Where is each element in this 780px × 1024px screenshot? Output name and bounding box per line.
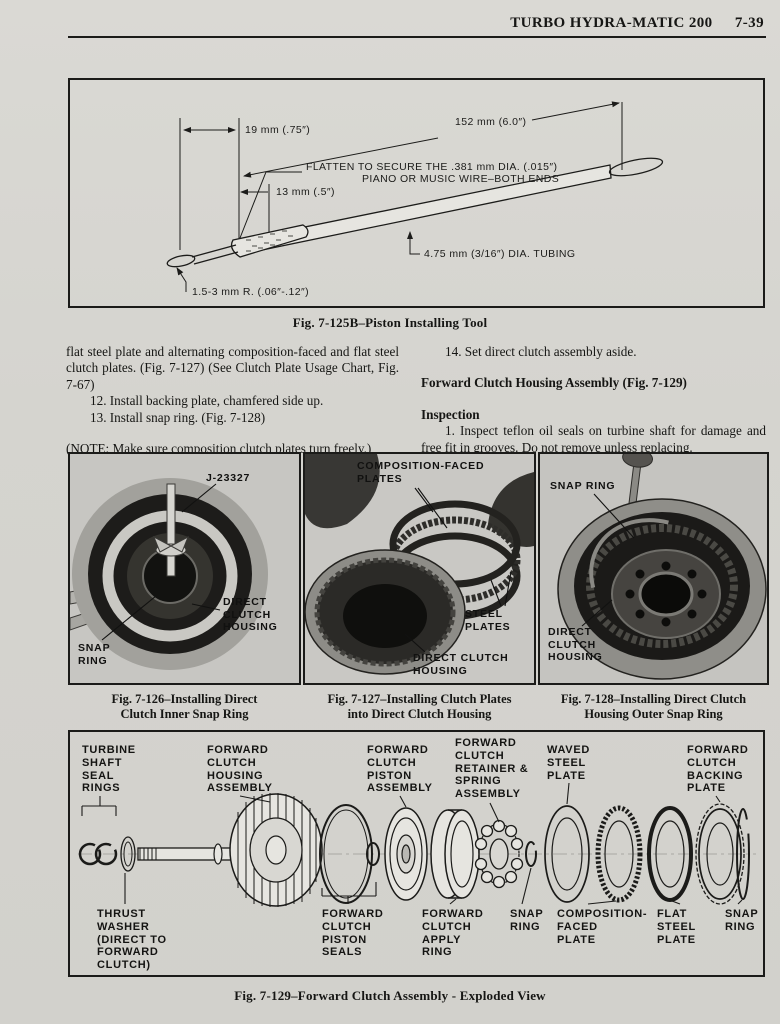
exploded-view-drawing (78, 782, 756, 907)
exploded-view-figure-box: TURBINE SHAFT SEAL RINGS FORWARD CLUTCH … (68, 730, 765, 977)
dim-152mm: 152 mm (6.0″) (455, 116, 527, 128)
dimension-lines (176, 101, 623, 292)
header-rule (68, 36, 766, 38)
caption-fig-7-129: Fig. 7-129–Forward Clutch Assembly - Exp… (234, 988, 546, 1003)
exploded-label-apply-ring: FORWARD CLUTCH APPLY RING (422, 908, 484, 959)
dim-radius: 1.5-3 mm R. (.06″-.12″) (192, 286, 309, 298)
body-paragraph: flat steel plate and alternating composi… (66, 344, 399, 392)
tool-body (166, 157, 664, 268)
dim-13mm: 13 mm (.5″) (276, 186, 335, 198)
caption-fig-7-126: Fig. 7-126–Installing Direct Clutch Inne… (68, 692, 301, 722)
flatten-note-line1: FLATTEN TO SECURE THE .381 mm DIA. (.015… (306, 161, 558, 173)
photo-127-image (305, 454, 534, 675)
header-page-number: 7-39 (734, 15, 764, 31)
exploded-label-piston-assembly: FORWARD CLUTCH PISTON ASSEMBLY (367, 744, 433, 795)
photo-fig-7-127: COMPOSITION-FACED PLATES STEEL PLATES DI… (303, 452, 536, 685)
exploded-leader-lines (81, 782, 743, 905)
caption-126-line1: Fig. 7-126–Installing Direct (111, 692, 258, 706)
body-step-13: 13. Install snap ring. (Fig. 7-128) (90, 409, 266, 425)
piston-tool-drawing (166, 101, 664, 292)
caption-128-line2: Housing Outer Snap Ring (584, 707, 723, 721)
page-header: TURBO HYDRA-MATIC 200 7-39 (510, 15, 764, 32)
exploded-label-thrust-washer: THRUST WASHER (DIRECT TO FORWARD CLUTCH) (97, 908, 167, 972)
exploded-label-flat-steel-plate: FLAT STEEL PLATE (657, 908, 696, 946)
caption-fig-7-128: Fig. 7-128–Installing Direct Clutch Hous… (538, 692, 769, 722)
body-paragraph-inspection: 1. Inspect teflon oil seals on turbine s… (421, 423, 766, 455)
exploded-label-backing-plate: FORWARD CLUTCH BACKING PLATE (687, 744, 749, 795)
caption-128-line1: Fig. 7-128–Installing Direct Clutch (560, 692, 747, 706)
photo-126-image (70, 478, 268, 670)
exploded-parts (78, 793, 750, 907)
photo-126-label-tool: J-23327 (206, 472, 251, 484)
exploded-label-composition-plate: COMPOSITION- FACED PLATE (557, 908, 648, 946)
exploded-label-housing-assembly: FORWARD CLUTCH HOUSING ASSEMBLY (207, 744, 273, 795)
body-right-column: 14. Set direct clutch assembly aside. Fo… (421, 344, 766, 456)
photo-fig-7-126: J-23327 DIRECT CLUTCH HOUSING SNAP RING (68, 452, 301, 685)
photo-126-label-snap-ring: SNAP RING (78, 642, 111, 667)
photo-128-image (557, 454, 767, 680)
caption-127-line1: Fig. 7-127–Installing Clutch Plates (327, 692, 512, 706)
body-left-column: flat steel plate and alternating composi… (66, 344, 399, 457)
caption-127-line2: into Direct Clutch Housing (347, 707, 492, 721)
body-step-12: 12. Install backing plate, chamfered sid… (90, 393, 324, 409)
exploded-label-waved-steel-plate: WAVED STEEL PLATE (547, 744, 591, 782)
photo-128-label-housing: DIRECT CLUTCH HOUSING (548, 626, 603, 663)
photo-127-label-steel-plates: STEEL PLATES (465, 608, 511, 633)
photo-127-label-composition-plates: COMPOSITION-FACED PLATES (357, 460, 485, 485)
dim-tubing: 4.75 mm (3/16″) DIA. TUBING (424, 248, 576, 260)
header-title: TURBO HYDRA-MATIC 200 (510, 15, 713, 31)
exploded-label-snap-ring-inner: SNAP RING (510, 908, 544, 933)
flatten-note-line2: PIANO OR MUSIC WIRE–BOTH ENDS (362, 173, 560, 185)
body-heading-inspection: Inspection (421, 406, 480, 422)
exploded-label-turbine-seal-rings: TURBINE SHAFT SEAL RINGS (82, 744, 136, 795)
exploded-label-piston-seals: FORWARD CLUTCH PISTON SEALS (322, 908, 384, 959)
body-heading-forward-clutch: Forward Clutch Housing Assembly (Fig. 7-… (421, 375, 687, 391)
exploded-label-retainer-spring: FORWARD CLUTCH RETAINER & SPRING ASSEMBL… (455, 737, 529, 801)
photo-127-label-housing: DIRECT CLUTCH HOUSING (413, 652, 509, 677)
caption-fig-7-127: Fig. 7-127–Installing Clutch Plates into… (303, 692, 536, 722)
caption-fig-7-125b: Fig. 7-125B–Piston Installing Tool (292, 315, 488, 330)
dim-19mm: 19 mm (.75″) (245, 124, 311, 136)
exploded-label-snap-ring-outer: SNAP RING (725, 908, 759, 933)
photo-fig-7-128: SNAP RING DIRECT CLUTCH HOUSING (538, 452, 769, 685)
caption-126-line2: Clutch Inner Snap Ring (120, 707, 249, 721)
photo-128-label-snap-ring: SNAP RING (550, 480, 616, 492)
piston-tool-figure-box: 19 mm (.75″) 152 mm (6.0″) FLATTEN TO SE… (68, 78, 765, 308)
photo-126-label-housing: DIRECT CLUTCH HOUSING (223, 596, 278, 633)
body-step-14: 14. Set direct clutch assembly aside. (445, 344, 637, 359)
